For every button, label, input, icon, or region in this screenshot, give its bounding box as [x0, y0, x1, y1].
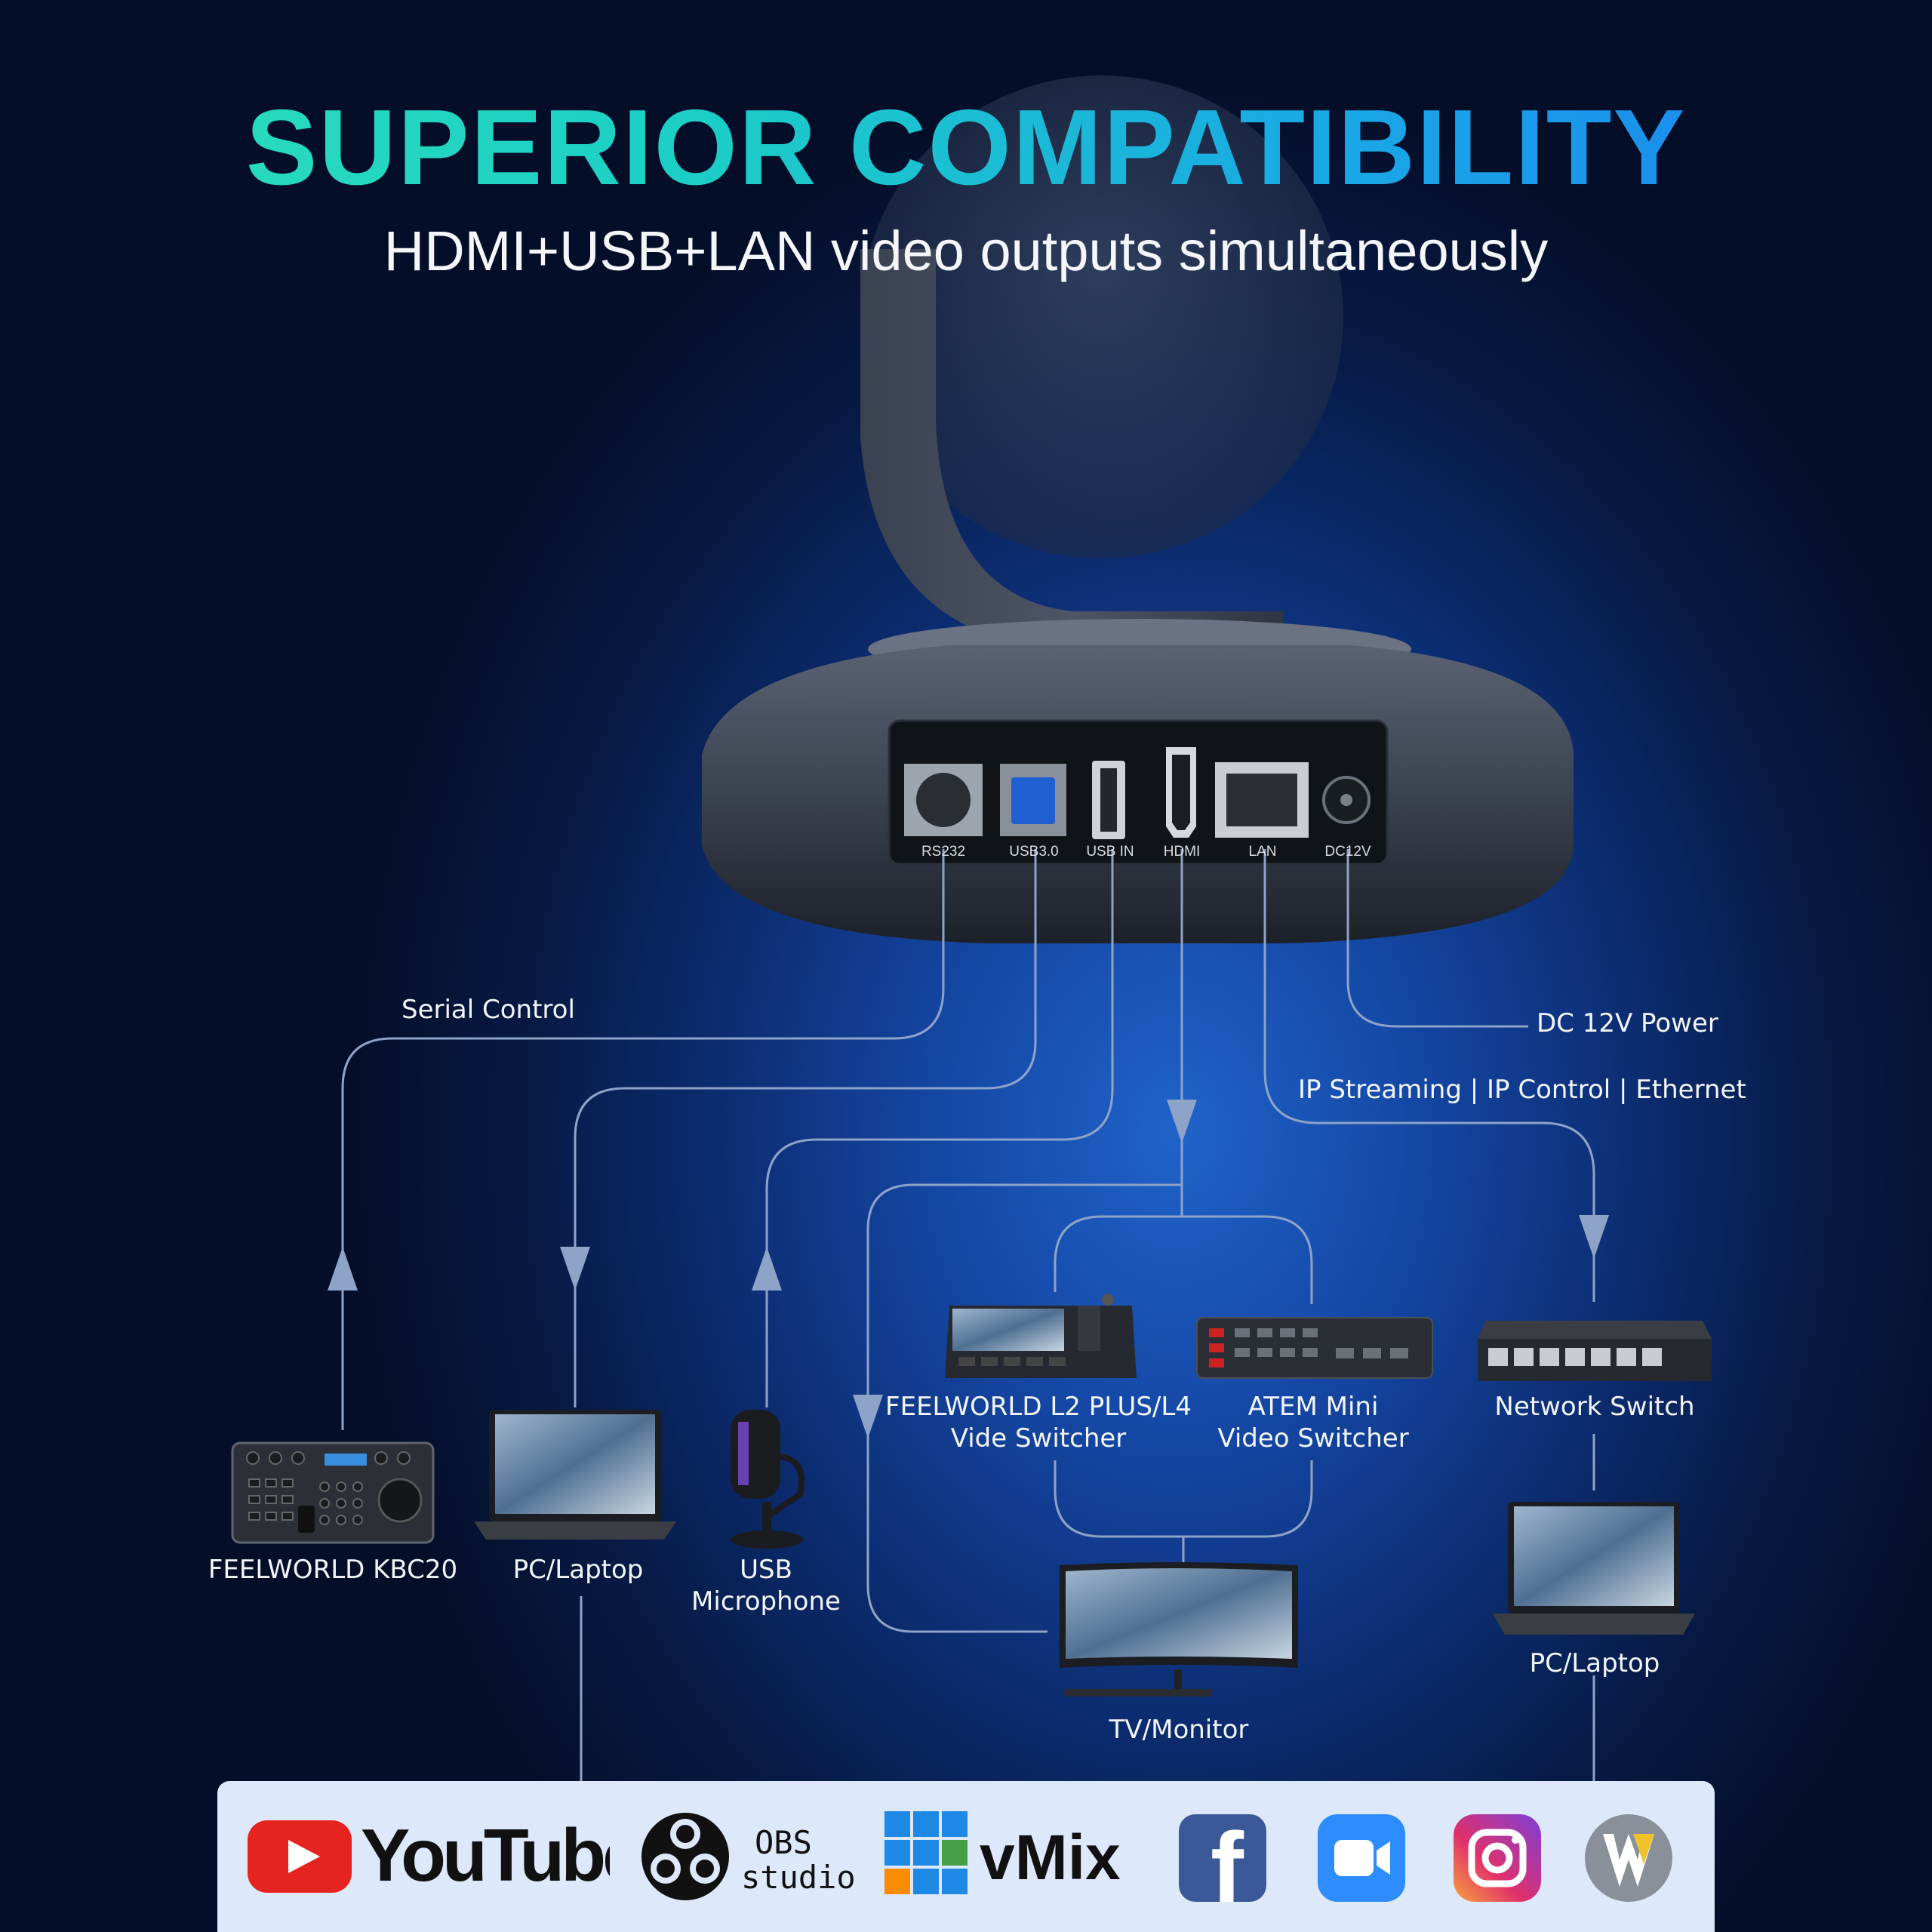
- tv-monitor-label: TV/Monitor: [1109, 1715, 1249, 1745]
- pc-right-label: PC/Laptop: [1529, 1648, 1660, 1678]
- obs-studio-logo: OBS studio: [641, 1813, 856, 1900]
- instagram-icon: [1454, 1814, 1541, 1902]
- laptop-right-device: [1493, 1502, 1695, 1635]
- svg-text:f: f: [1211, 1812, 1244, 1923]
- connection-lines: [341, 849, 1595, 1781]
- ptz-camera: [702, 75, 1574, 943]
- atem-label-line1: ATEM Mini: [1247, 1392, 1379, 1422]
- arrow-down-icon: [560, 1247, 590, 1291]
- mic-label-line1: USB: [740, 1555, 792, 1585]
- port-label-usbin: USB IN: [1086, 844, 1134, 860]
- obs-studio-wordmark: studio: [741, 1859, 856, 1896]
- dc-power-label: DC 12V Power: [1537, 1008, 1718, 1038]
- tv-monitor-device: [1060, 1562, 1298, 1697]
- kbc20-label: FEELWORLD KBC20: [208, 1555, 458, 1585]
- dc-power-line: [1346, 849, 1528, 1028]
- l2-switcher-device: [945, 1294, 1137, 1378]
- port-label-lan: LAN: [1248, 844, 1277, 860]
- pc-left-label: PC/Laptop: [512, 1555, 644, 1585]
- arrow-up-icon: [328, 1247, 358, 1291]
- port-label-rs232: RS232: [921, 844, 966, 860]
- hdmi-l2-line: [1054, 1185, 1183, 1292]
- wirecast-icon: [1585, 1814, 1672, 1902]
- mic-label-line2: Microphone: [691, 1586, 841, 1617]
- usb30-line: [574, 849, 1037, 1407]
- zoom-icon: [1318, 1814, 1405, 1902]
- hdmi-atem-line: [1182, 1215, 1313, 1304]
- port-label-hdmi: HDMI: [1163, 844, 1201, 860]
- page-subtitle: HDMI+USB+LAN video outputs simultaneousl…: [383, 220, 1549, 282]
- vmix-wordmark: vMix: [980, 1822, 1121, 1893]
- network-switch-label: Network Switch: [1494, 1392, 1695, 1422]
- ip-streaming-label: IP Streaming | IP Control | Ethernet: [1298, 1075, 1746, 1105]
- lan-line: [1263, 849, 1595, 1302]
- l2-label-line1: FEELWORLD L2 PLUS/L4: [885, 1392, 1192, 1422]
- kbc20-device: [231, 1441, 435, 1544]
- youtube-logo: YouTube: [248, 1814, 610, 1897]
- port-label-dc12v: DC12V: [1324, 844, 1371, 860]
- facebook-icon: f: [1179, 1812, 1266, 1923]
- switchers-monitor-line: [1054, 1460, 1313, 1538]
- atem-mini-device: [1196, 1317, 1433, 1379]
- laptop-left-device: [474, 1410, 676, 1540]
- usb-microphone-device: [731, 1410, 805, 1549]
- vmix-logo: vMix: [884, 1811, 1121, 1894]
- usbin-line: [765, 849, 1114, 1407]
- camera-head: [860, 75, 1343, 558]
- l2-label-line2: Vide Switcher: [950, 1423, 1127, 1454]
- serial-line: [341, 849, 945, 1430]
- port-label-usb30: USB3.0: [1009, 844, 1059, 860]
- platform-logo-bar: YouTube OBS studio vMix f: [217, 1781, 1715, 1932]
- youtube-wordmark: YouTube: [361, 1814, 610, 1897]
- atem-label-line2: Video Switcher: [1217, 1423, 1409, 1454]
- arrow-up-icon: [752, 1247, 782, 1291]
- usb30-blue-insert: [1011, 777, 1055, 824]
- arrowheads: [328, 1100, 1609, 1438]
- arrow-down-icon: [1579, 1215, 1609, 1259]
- camera-arm: [860, 249, 1283, 649]
- rs232-pins-icon: [916, 773, 971, 827]
- arrow-down-icon: [853, 1395, 883, 1438]
- arrow-down-icon: [1167, 1100, 1197, 1143]
- serial-control-label: Serial Control: [401, 995, 575, 1025]
- page-title: SUPERIOR COMPATIBILITY: [0, 88, 1932, 207]
- network-switch-device: [1478, 1321, 1712, 1381]
- obs-wordmark: OBS: [755, 1824, 812, 1861]
